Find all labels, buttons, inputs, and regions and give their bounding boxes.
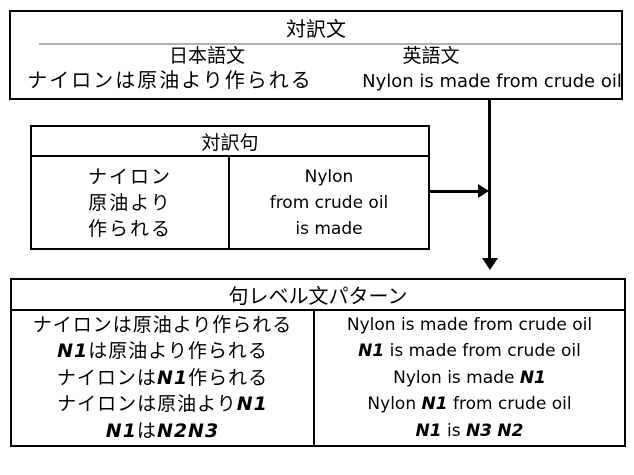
parallel-phrase-box: 対訳句 ナイロン 原油より 作られる Nylon from crude oil … <box>30 125 430 250</box>
down-arrowhead-icon <box>482 258 498 270</box>
phrase-pattern-title: 句レベル文パターン <box>12 280 624 311</box>
pattern-line: Nylon is made N1 <box>393 365 546 392</box>
pattern-line: N1は原油より作られる <box>57 338 268 365</box>
japanese-phrase: 作られる <box>87 217 172 240</box>
pattern-text: ナイロンは <box>56 366 157 389</box>
pattern-line: N1 is N3 N2 <box>416 418 524 445</box>
pattern-text: 作られる <box>188 366 269 389</box>
pattern-variable: N1 <box>519 367 546 388</box>
parallel-phrase-title: 対訳句 <box>32 127 428 157</box>
pattern-variable: N1 <box>236 393 268 416</box>
japanese-phrase: 原油より <box>88 191 172 214</box>
pattern-line: Nylon N1 from crude oil <box>367 391 571 418</box>
right-arrowhead-icon <box>478 184 489 198</box>
pattern-text: Nylon <box>367 394 422 415</box>
pattern-variable: N2 <box>497 420 524 441</box>
pattern-line: ナイロンは原油より作られる <box>33 312 293 339</box>
english-column-header: 英語文 <box>402 45 460 67</box>
title-divider-line <box>39 43 621 45</box>
pattern-text: ナイロンは原油より作られる <box>32 313 293 336</box>
pattern-text: は <box>136 419 157 442</box>
pattern-line: Nylon is made from crude oil <box>347 312 592 339</box>
japanese-sentence: ナイロンは原油より作られる <box>27 68 313 92</box>
pattern-text: ナイロンは原油より <box>57 393 237 416</box>
english-phrase: Nylon <box>304 166 354 187</box>
pattern-text: is <box>441 420 466 441</box>
pattern-variable: N1 <box>105 419 137 442</box>
english-phrase: from crude oil <box>269 192 389 213</box>
pattern-text: is made from crude oil <box>384 341 581 362</box>
pattern-line: N1 is made from crude oil <box>358 338 581 365</box>
pattern-text: は原油より作られる <box>88 340 268 363</box>
pattern-variable: N1 <box>156 366 189 389</box>
english-sentence: Nylon is made from crude oil <box>362 71 622 92</box>
pattern-line: ナイロンはN1作られる <box>57 365 268 392</box>
parallel-phrase-body: ナイロン 原油より 作られる Nylon from crude oil is m… <box>32 157 428 248</box>
japanese-phrase-cell: ナイロン 原油より 作られる <box>32 157 230 248</box>
parallel-sentence-title: 対訳文 <box>286 17 346 41</box>
horizontal-arrow-line <box>430 190 478 193</box>
pattern-variable: N2N3 <box>156 419 220 442</box>
pattern-variable: N1 <box>415 420 442 441</box>
pattern-variable: N1 <box>57 340 89 363</box>
parallel-sentence-box: 対訳文 日本語文 英語文 ナイロンは原油より作られる Nylon is made… <box>9 10 623 100</box>
pattern-text: Nylon is made from crude oil <box>346 314 593 335</box>
japanese-column-header: 日本語文 <box>168 45 246 67</box>
pattern-text: Nylon is made <box>393 367 520 388</box>
pattern-line: ナイロンは原油よりN1 <box>57 391 268 418</box>
pattern-variable: N1 <box>358 341 385 362</box>
english-phrase: is made <box>295 218 363 239</box>
pattern-variable: N3 <box>465 420 493 441</box>
pattern-text: from crude oil <box>447 394 572 415</box>
vertical-arrow-line <box>488 100 491 258</box>
english-phrase-cell: Nylon from crude oil is made <box>230 157 428 248</box>
pattern-line: N1はN2N3 <box>106 418 219 445</box>
japanese-phrase: ナイロン <box>87 165 172 188</box>
pattern-variable: N1 <box>421 394 448 415</box>
